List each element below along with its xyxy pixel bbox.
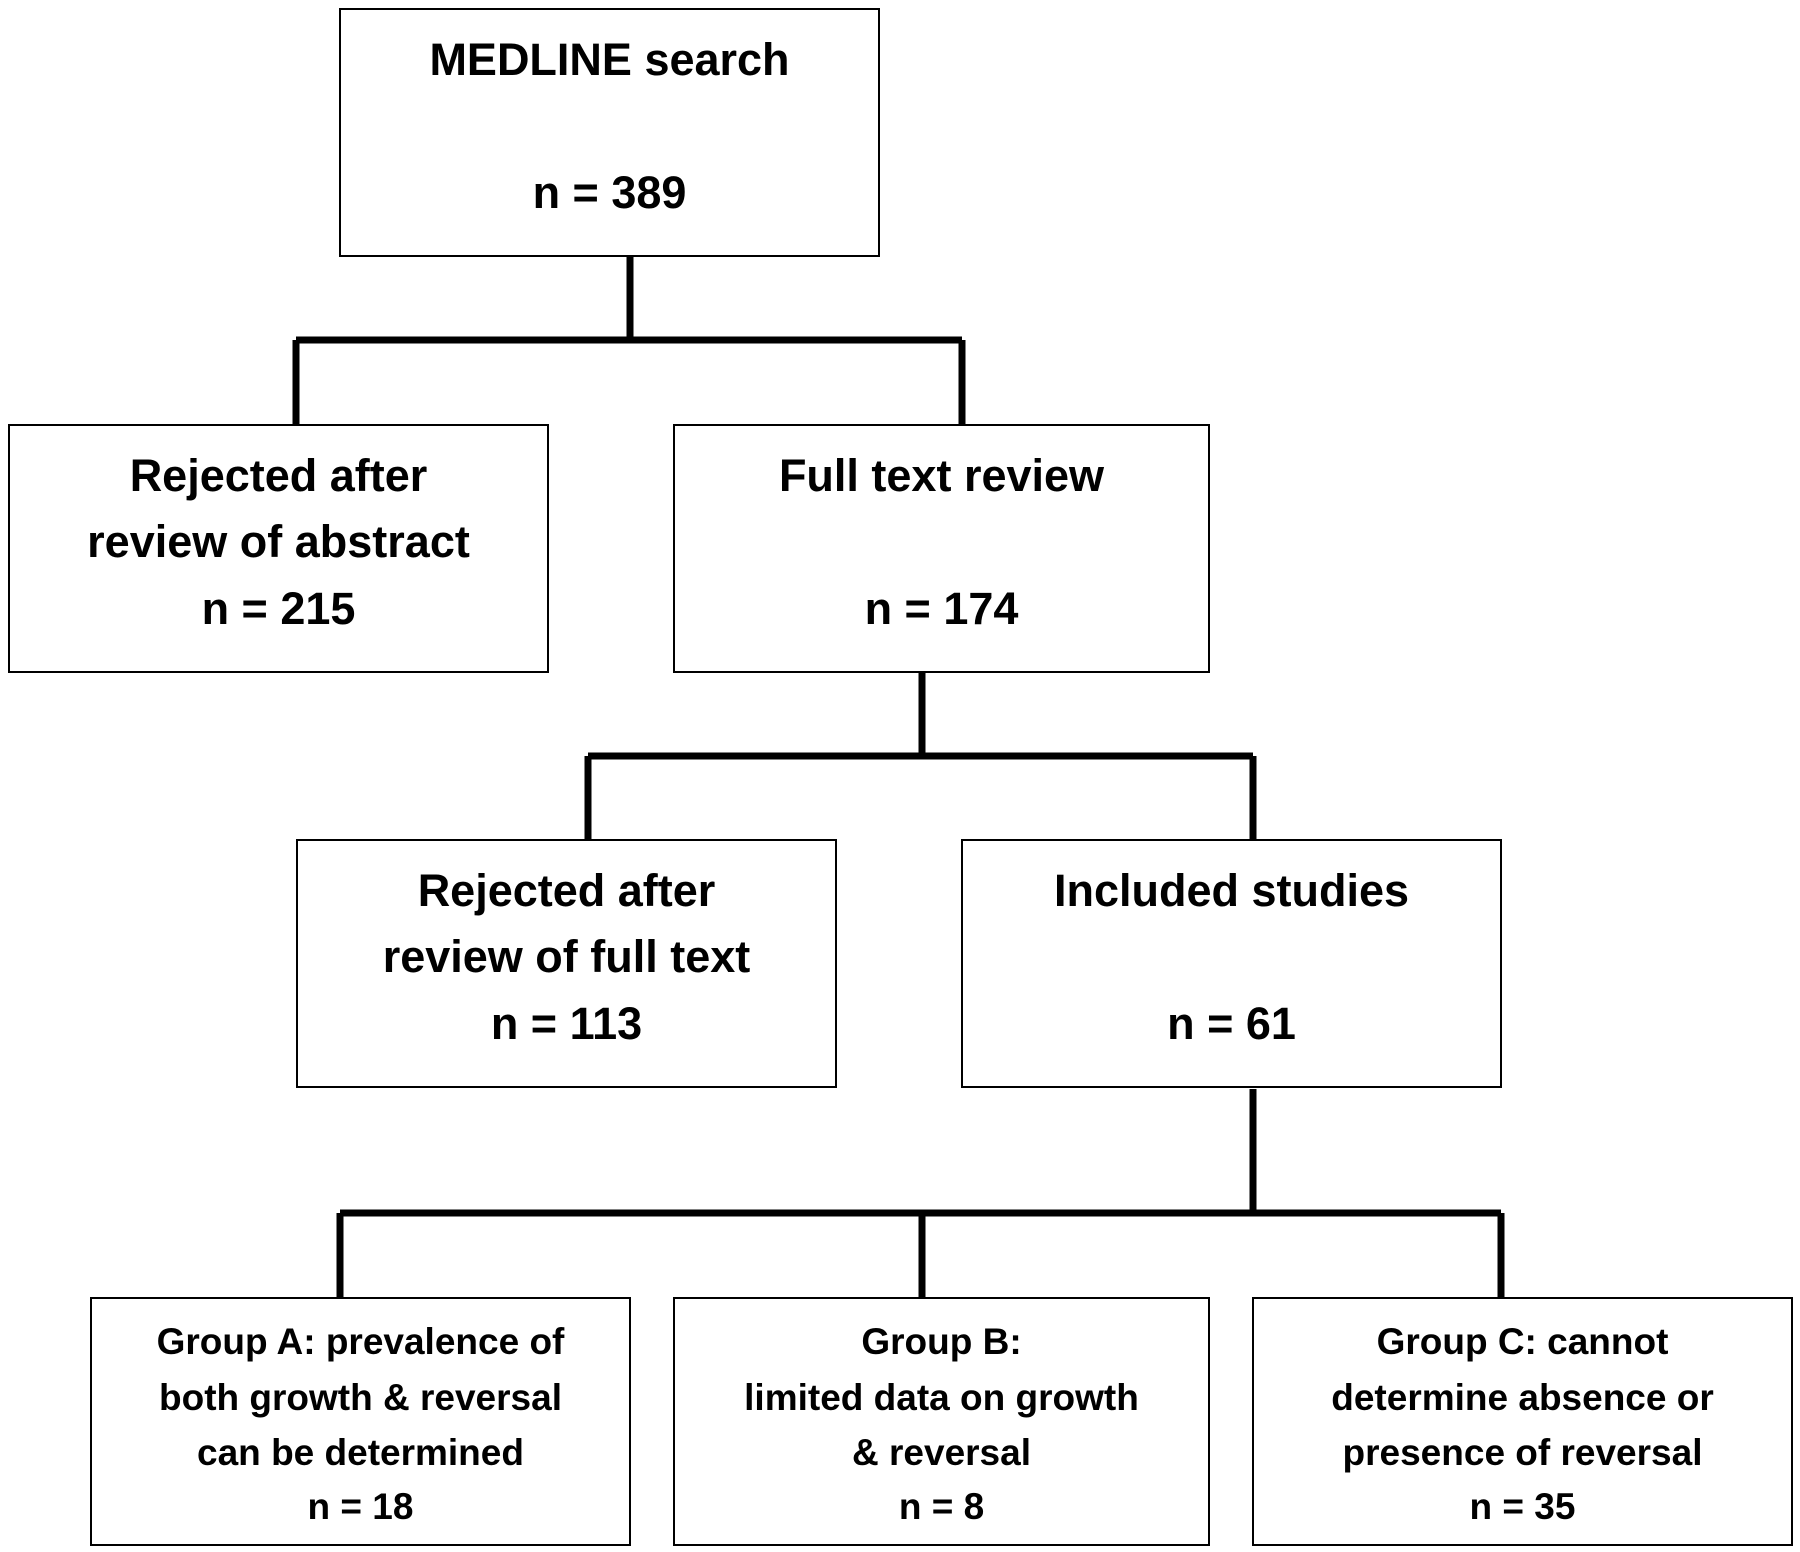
node-count: n = 35: [1469, 1486, 1576, 1527]
node-label: Group A: prevalence of: [156, 1321, 565, 1362]
node-label: presence of reversal: [1342, 1432, 1703, 1473]
node-label: MEDLINE search: [429, 34, 790, 85]
node-count: n = 215: [201, 583, 356, 634]
node-label: Group C: cannot: [1376, 1321, 1669, 1362]
node-count: n = 174: [864, 583, 1019, 634]
node-rejected-abstract: Rejected after review of abstract n = 21…: [8, 424, 549, 673]
node-label: Group B:: [861, 1321, 1022, 1362]
node-included-studies: Included studies n = 61: [961, 839, 1502, 1088]
node-label: Rejected after: [129, 450, 428, 501]
node-full-text-review: Full text review n = 174: [673, 424, 1210, 673]
node-label: can be determined: [197, 1432, 524, 1473]
node-label: & reversal: [852, 1432, 1031, 1473]
node-medline-search: MEDLINE search n = 389: [339, 8, 880, 257]
node-label: both growth & reversal: [159, 1377, 562, 1418]
node-count: n = 389: [532, 167, 687, 218]
node-label: limited data on growth: [744, 1377, 1139, 1418]
node-label: Full text review: [778, 450, 1105, 501]
node-label: Rejected after: [417, 865, 716, 916]
node-group-c: Group C: cannot determine absence or pre…: [1252, 1297, 1793, 1546]
node-label: review of abstract: [87, 516, 470, 567]
node-count: n = 8: [898, 1486, 985, 1527]
node-count: n = 18: [307, 1486, 414, 1527]
node-count: n = 61: [1167, 998, 1296, 1049]
node-group-a: Group A: prevalence of both growth & rev…: [90, 1297, 631, 1546]
node-rejected-full-text: Rejected after review of full text n = 1…: [296, 839, 837, 1088]
node-count: n = 113: [490, 998, 643, 1049]
node-label: Included studies: [1053, 865, 1410, 916]
node-group-b: Group B: limited data on growth & revers…: [673, 1297, 1210, 1546]
node-label: review of full text: [382, 931, 751, 982]
node-label: determine absence or: [1331, 1377, 1714, 1418]
